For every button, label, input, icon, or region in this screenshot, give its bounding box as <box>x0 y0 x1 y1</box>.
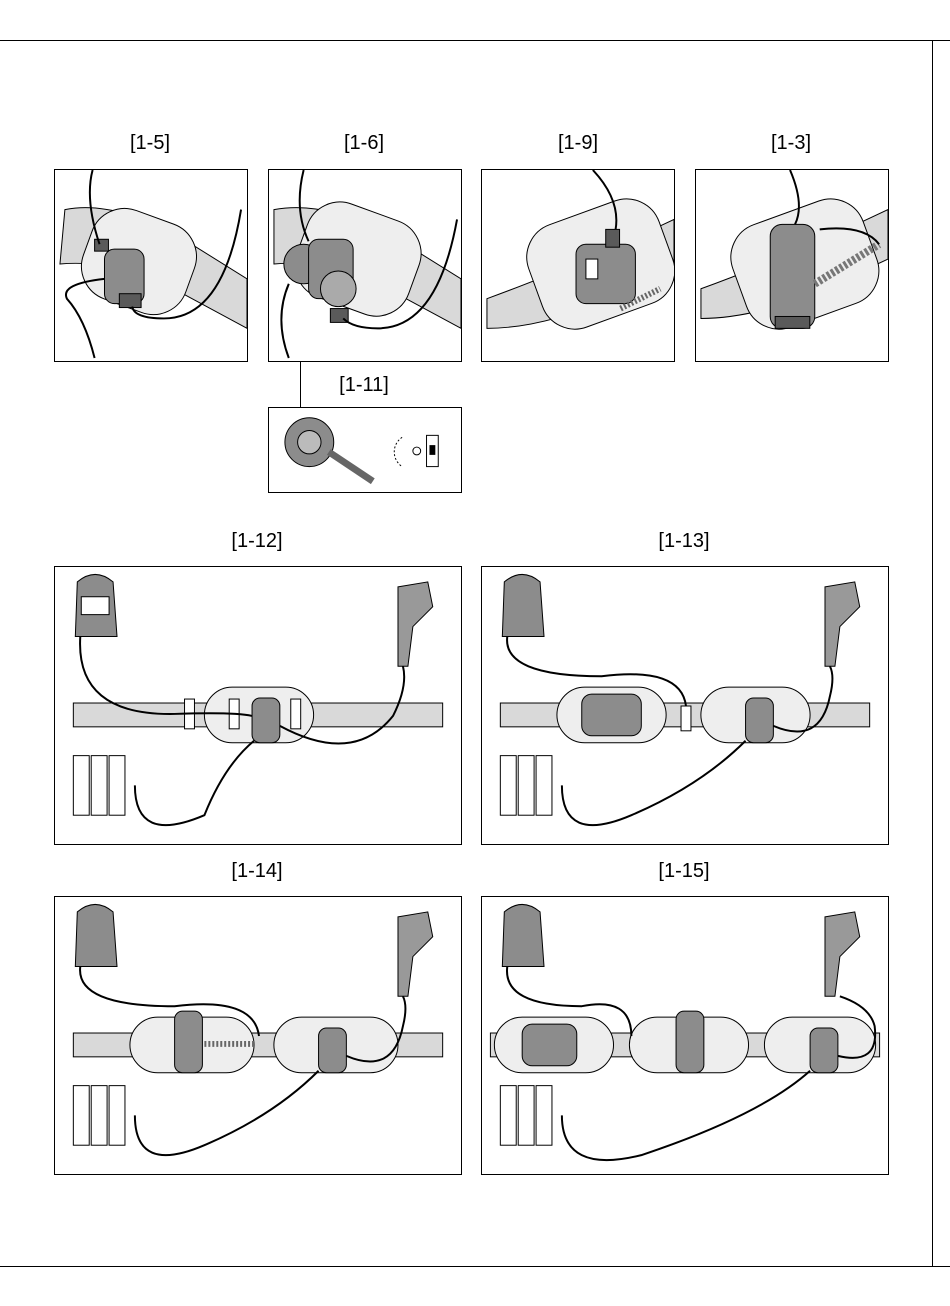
figure-1-5-pressure-regulator-on-belt <box>54 169 248 362</box>
figure-label-1-9: [1-9] <box>518 132 638 155</box>
figure-1-6-regulator-with-knob <box>268 169 462 362</box>
figure-1-3-activated-carbon-filter <box>695 169 889 362</box>
spray-gun-icon <box>398 582 433 666</box>
figure-label-1-6: [1-6] <box>304 132 424 155</box>
figure-1-15-system-with-heater-and-filter <box>481 896 889 1175</box>
air-filter-icon <box>73 756 89 816</box>
figure-label-1-12: [1-12] <box>197 530 317 553</box>
figure-label-1-3: [1-3] <box>731 132 851 155</box>
figure-label-1-13: [1-13] <box>624 530 744 553</box>
figure-1-14-system-with-filter <box>54 896 462 1175</box>
figure-1-13-system-with-heater <box>481 566 889 845</box>
adjust-direction-icon <box>394 435 438 466</box>
figure-label-1-11: [1-11] <box>304 374 424 397</box>
page-top-rule <box>0 40 950 41</box>
figure-1-12-system-hood-regulator-spraygun <box>54 566 462 845</box>
page-bottom-rule <box>0 1266 950 1267</box>
figure-connector-line <box>300 361 301 408</box>
figure-label-1-15: [1-15] <box>624 860 744 883</box>
figure-label-1-14: [1-14] <box>197 860 317 883</box>
figure-1-11-adjustment-knob <box>268 407 462 493</box>
figure-label-1-5: [1-5] <box>90 132 210 155</box>
page-right-rule <box>932 40 933 1267</box>
figure-1-9-heater-cooler-unit <box>481 169 675 362</box>
